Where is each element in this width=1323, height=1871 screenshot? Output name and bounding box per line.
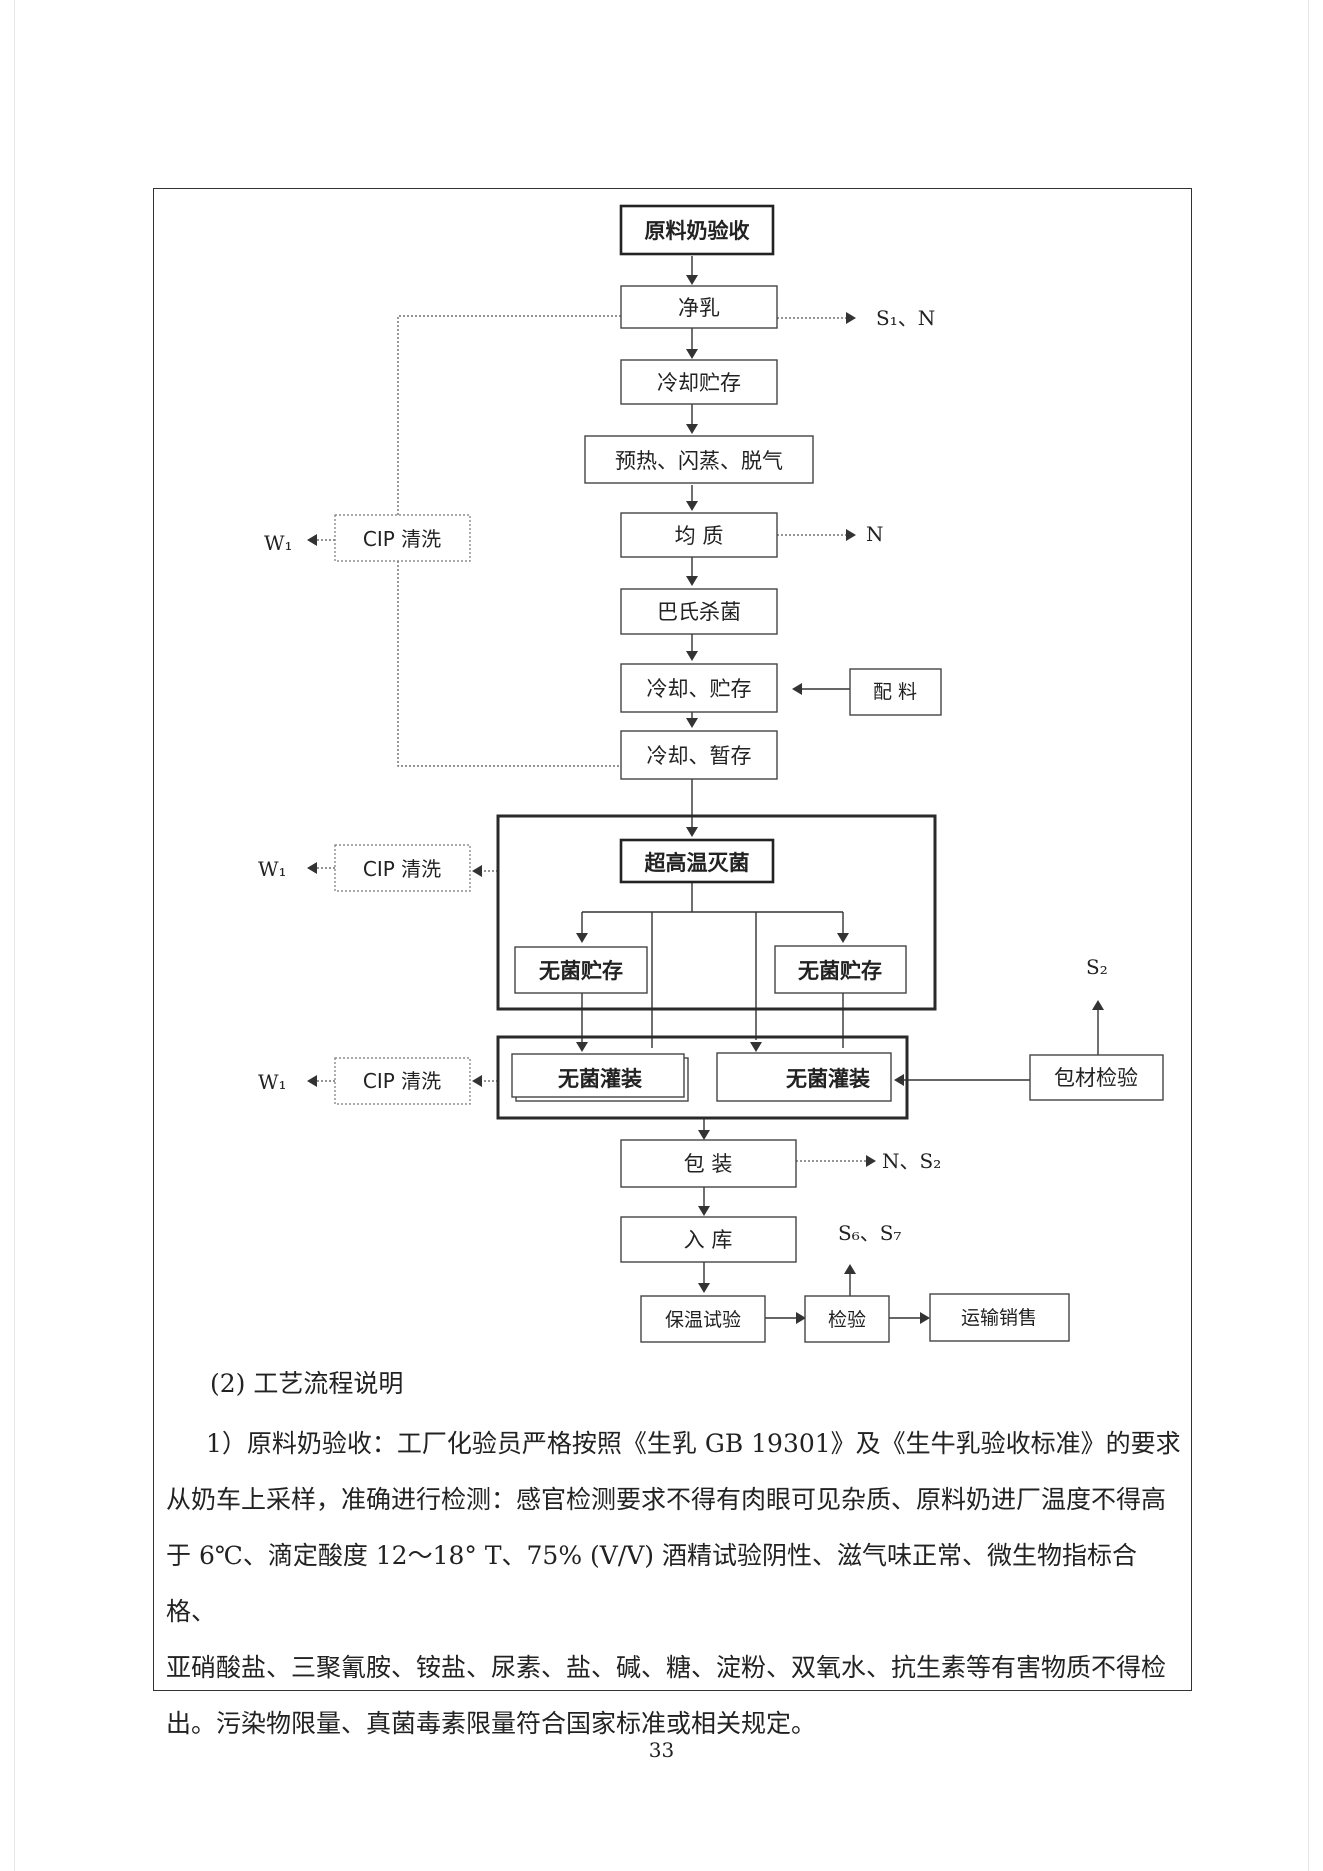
uht-group-frame xyxy=(496,814,937,1011)
box-cip-b: CIP 清洗 xyxy=(334,844,471,892)
receive-label: 原料奶验收 xyxy=(645,219,750,243)
aseptic-fill-left-label: 无菌灌装 xyxy=(558,1067,642,1091)
page-edge xyxy=(14,0,1309,1871)
transport-label: 运输销售 xyxy=(961,1307,1037,1329)
box-purify: 净乳 xyxy=(620,285,778,329)
cip-label-a: CIP 清洗 xyxy=(363,527,441,551)
preheat-label: 预热、闪蒸、脱气 xyxy=(615,449,783,473)
box-incubation: 保温试验 xyxy=(640,1295,766,1343)
purify-label: 净乳 xyxy=(678,296,720,320)
warehouse-label: 入 库 xyxy=(684,1228,733,1252)
box-inspection: 检验 xyxy=(804,1295,890,1343)
pack-label: 包 装 xyxy=(684,1152,733,1176)
ingredients-label: 配 料 xyxy=(873,681,917,703)
box-cip-a: CIP 清洗 xyxy=(334,514,471,562)
paragraph-line-3: 于 6℃、滴定酸度 12～18° T、75% (V/V) 酒精试验阴性、滋气味正… xyxy=(166,1541,1138,1626)
cool-store2-label: 冷却、贮存 xyxy=(647,677,752,701)
content-frame xyxy=(153,188,1192,1691)
output-s2: S₂ xyxy=(1086,955,1108,979)
box-cool-store: 冷却贮存 xyxy=(620,359,778,405)
waste-connectors xyxy=(307,312,876,1167)
box-homogenize: 均 质 xyxy=(620,512,778,558)
package-check-label: 包材检验 xyxy=(1054,1066,1138,1090)
output-homogenize: N xyxy=(866,522,884,546)
cip-label-b: CIP 清洗 xyxy=(363,857,441,881)
box-receive: 原料奶验收 xyxy=(619,204,775,256)
homogenize-label: 均 质 xyxy=(675,524,724,548)
box-uht: 超高温灭菌 xyxy=(619,838,775,884)
box-cool-store2: 冷却、贮存 xyxy=(620,663,778,713)
output-w1-c: W₁ xyxy=(258,1070,287,1094)
box-aseptic-fill-left: 无菌灌装 xyxy=(511,1053,689,1102)
aseptic-store-right-label: 无菌贮存 xyxy=(798,959,882,983)
output-w1-a: W₁ xyxy=(264,531,293,555)
output-w1-b: W₁ xyxy=(258,857,287,881)
aseptic-fill-right-label: 无菌灌装 xyxy=(786,1067,870,1091)
box-aseptic-store-right: 无菌贮存 xyxy=(774,945,907,994)
paragraph-line-4: 亚硝酸盐、三聚氰胺、铵盐、尿素、盐、碱、糖、淀粉、双氧水、抗生素等有害物质不得检 xyxy=(166,1653,1167,1682)
box-cool-temp: 冷却、暂存 xyxy=(620,730,778,780)
box-cip-c: CIP 清洗 xyxy=(334,1057,471,1105)
box-package-check: 包材检验 xyxy=(1029,1054,1164,1101)
cool-store-label: 冷却贮存 xyxy=(657,371,741,395)
box-ingredients: 配 料 xyxy=(849,668,942,716)
uht-label: 超高温灭菌 xyxy=(645,851,750,875)
section-title: (2) 工艺流程说明 xyxy=(210,1369,404,1398)
paragraph-line-5: 出。污染物限量、真菌毒素限量符合国家标准或相关规定。 xyxy=(166,1709,817,1738)
pasteurize-label: 巴氏杀菌 xyxy=(657,600,741,624)
box-pasteurize: 巴氏杀菌 xyxy=(620,588,778,635)
box-aseptic-store-left: 无菌贮存 xyxy=(514,946,648,994)
paragraph-line-2: 从奶车上采样，准确进行检测：感官检测要求不得有肉眼可见杂质、原料奶进厂温度不得高 xyxy=(166,1485,1167,1514)
page-number: 33 xyxy=(648,1738,675,1762)
box-pack: 包 装 xyxy=(620,1139,797,1188)
box-transport: 运输销售 xyxy=(929,1293,1070,1342)
inspection-label: 检验 xyxy=(828,1309,866,1331)
box-preheat: 预热、闪蒸、脱气 xyxy=(584,435,814,484)
flow-connectors xyxy=(576,256,1104,1324)
output-inspection: S₆、S₇ xyxy=(838,1221,901,1245)
paragraph-line-1: 1）原料奶验收：工厂化验员严格按照《生乳 GB 19301》及《生牛乳验收标准》… xyxy=(206,1429,1181,1458)
incubation-label: 保温试验 xyxy=(665,1309,741,1331)
cool-temp-label: 冷却、暂存 xyxy=(647,744,752,768)
aseptic-store-left-label: 无菌贮存 xyxy=(539,959,623,983)
cip-label-c: CIP 清洗 xyxy=(363,1069,441,1093)
output-pack: N、S₂ xyxy=(882,1149,941,1173)
process-description: 1）原料奶验收：工厂化验员严格按照《生乳 GB 19301》及《生牛乳验收标准》… xyxy=(166,1416,1186,1752)
box-warehouse: 入 库 xyxy=(620,1216,797,1263)
output-purify: S₁、N xyxy=(876,306,935,330)
filling-group-frame xyxy=(496,1035,909,1120)
box-aseptic-fill-right: 无菌灌装 xyxy=(716,1052,892,1102)
